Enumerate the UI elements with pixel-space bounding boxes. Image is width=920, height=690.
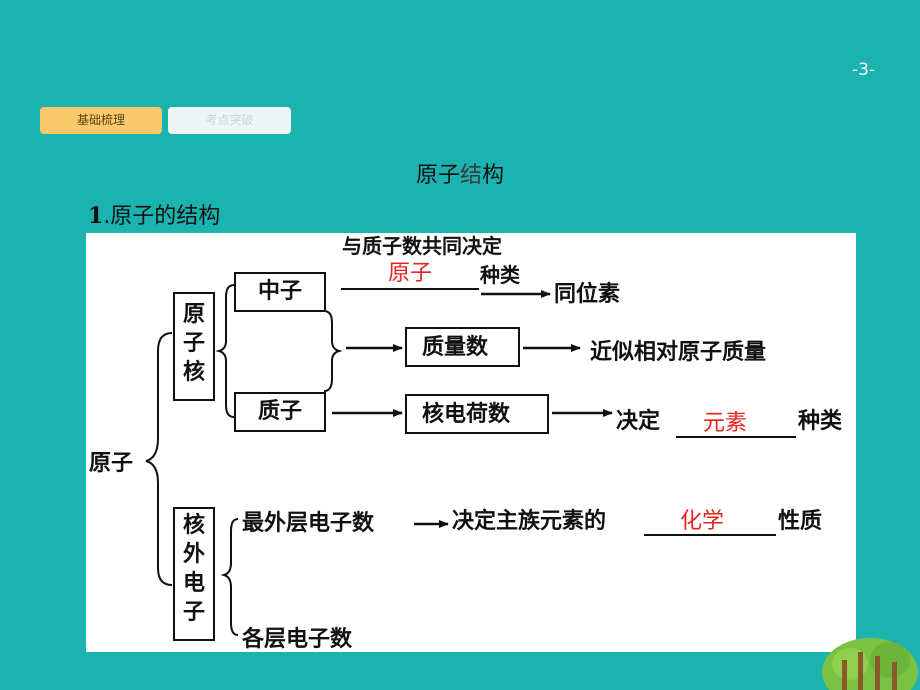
diagram-lines <box>145 272 796 641</box>
electrons-brace <box>220 518 239 636</box>
outer-prefix: 决定主族元素的 <box>452 509 607 534</box>
title-part-a: 原子 <box>415 163 460 188</box>
isotope-label: 同位素 <box>554 282 621 307</box>
section-title: 原子结构 <box>0 157 920 189</box>
atom-label: 原子 <box>89 451 134 476</box>
combine-brace <box>323 310 343 392</box>
charge-prefix: 决定 <box>616 409 661 434</box>
title-part-c: 构 <box>482 163 505 188</box>
mass-result-label: 近似相对原子质量 <box>590 340 767 365</box>
neutron-note: 与质子数共同决定 <box>342 234 502 258</box>
proton-box <box>234 392 326 432</box>
neutron-label: 中子 <box>258 279 303 304</box>
outer-answer: 化学 <box>680 509 725 534</box>
nucleus-label: 原子核 <box>182 302 205 385</box>
layer-electrons-label: 各层电子数 <box>242 627 353 652</box>
electrons-box <box>173 507 215 641</box>
tab-basics[interactable]: 基础梳理 <box>40 107 162 134</box>
charge-number-box <box>405 394 549 434</box>
neutron-box <box>234 272 326 312</box>
page-number: -3- <box>852 60 876 80</box>
atom-structure-diagram: 原子 原子核 核外电子 中子 质子 与质子数共同决定 原子 种类 同位素 质量数… <box>86 233 856 652</box>
nucleus-box <box>173 292 215 401</box>
electrons-label: 核外电子 <box>182 513 205 625</box>
charge-suffix: 种类 <box>798 409 843 434</box>
neutron-suffix: 种类 <box>480 263 520 287</box>
tree-decoration-icon <box>822 638 918 690</box>
nucleus-brace <box>215 284 235 418</box>
proton-label: 质子 <box>258 399 303 424</box>
outer-electrons-label: 最外层电子数 <box>242 511 375 536</box>
subtitle-number: 1 <box>88 203 104 229</box>
mass-number-label: 质量数 <box>422 335 489 360</box>
subtitle-text: .原子的结构 <box>103 204 221 229</box>
tab-key-points[interactable]: 考点突破 <box>168 107 291 134</box>
charge-answer: 元素 <box>703 411 748 436</box>
title-part-b: 结 <box>459 163 482 188</box>
neutron-answer: 原子 <box>388 261 433 286</box>
mass-number-box <box>405 327 520 367</box>
atom-brace <box>145 332 173 586</box>
subtitle: 1.原子的结构 <box>88 198 220 230</box>
outer-suffix: 性质 <box>778 509 823 534</box>
charge-number-label: 核电荷数 <box>422 402 511 427</box>
